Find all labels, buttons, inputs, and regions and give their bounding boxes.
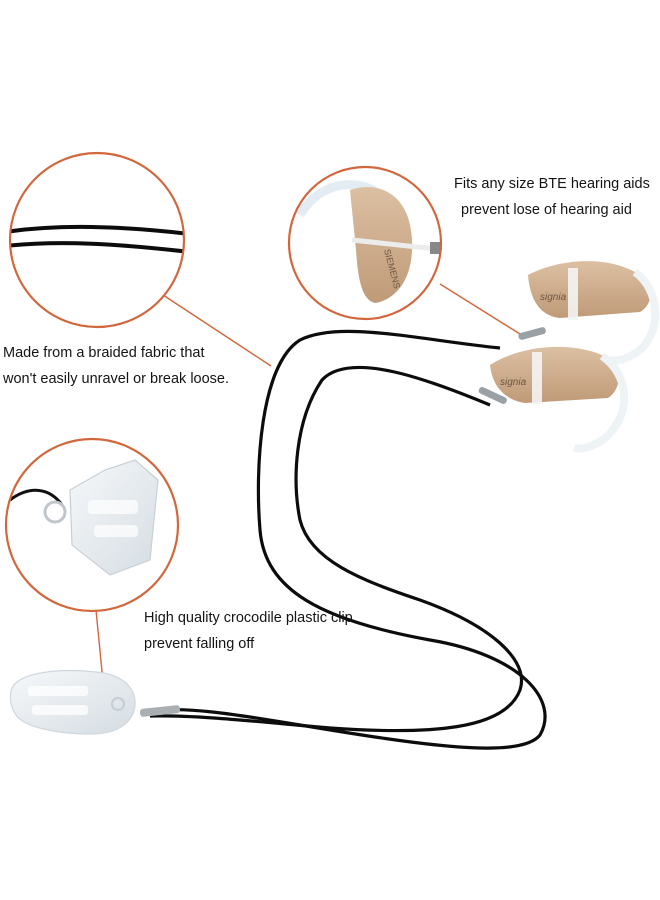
caption-clip-line1: High quality crocodile plastic clip — [144, 610, 353, 626]
caption-bte-fit: Fits any size BTE hearing aids prevent l… — [454, 171, 650, 223]
crocodile-clip — [9, 669, 136, 735]
lanyard-product-photo: signia signia — [9, 261, 660, 750]
callout-line-bte — [439, 283, 521, 335]
caption-clip-line2: prevent falling off — [144, 636, 255, 652]
caption-bte-line2: prevent lose of hearing aid — [461, 202, 632, 218]
caption-fabric-line1: Made from a braided fabric that — [3, 345, 205, 361]
hearing-aid-lower: signia — [490, 346, 629, 453]
clip-detail-photo — [4, 437, 180, 613]
lower-device-brand: signia — [500, 377, 527, 388]
caption-braided-fabric: Made from a braided fabric that won't ea… — [3, 340, 229, 392]
callout-line-fabric — [159, 292, 272, 367]
caption-plastic-clip: High quality crocodile plastic clip prev… — [144, 605, 353, 657]
hearing-aid-detail-photo: SIEMENS — [287, 165, 443, 321]
caption-fabric-line2: won't easily unravel or break loose. — [3, 371, 230, 387]
caption-bte-line1: Fits any size BTE hearing aids — [454, 176, 650, 192]
hearing-aid-upper: signia — [528, 261, 660, 365]
upper-device-brand: signia — [540, 292, 567, 303]
cord-detail-photo — [8, 151, 186, 329]
